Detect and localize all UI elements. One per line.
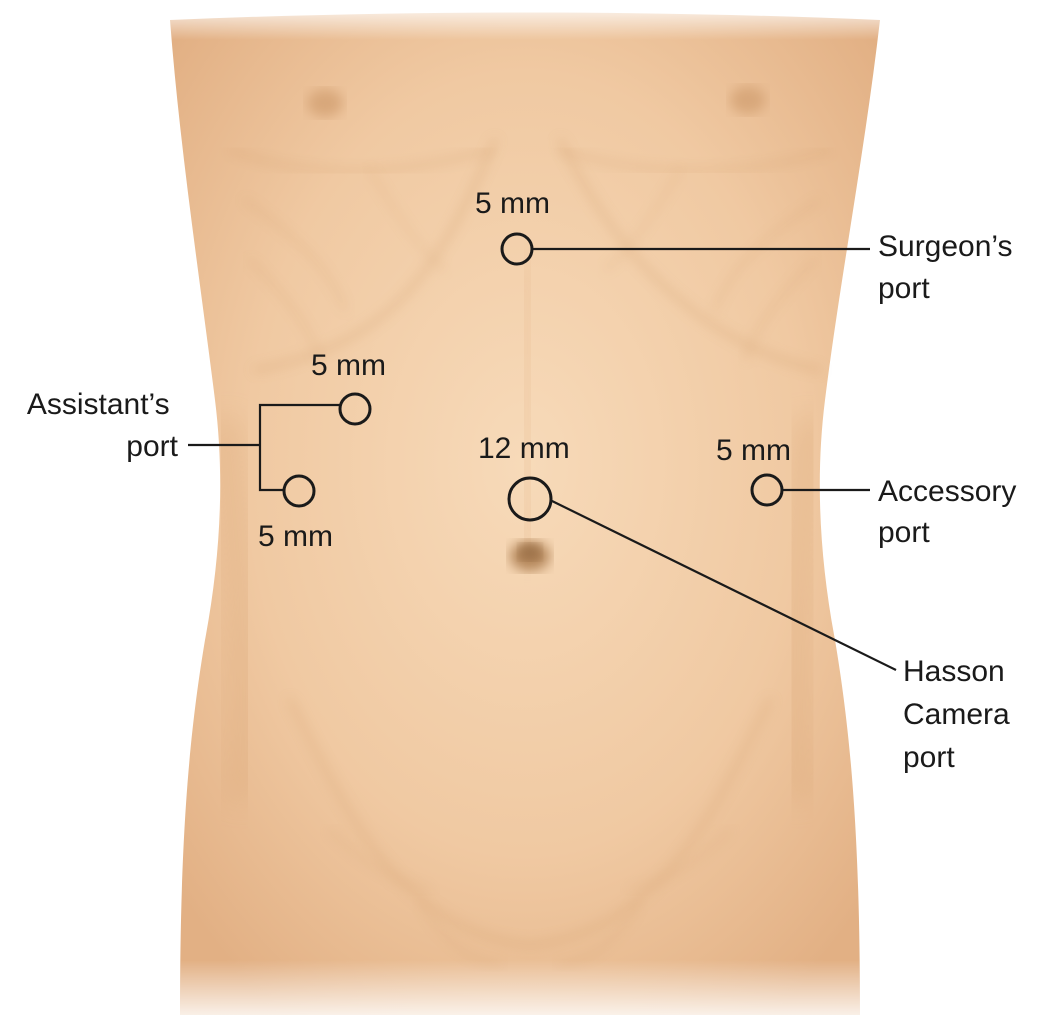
- camera-port-label-line-2: Camera: [903, 698, 1010, 731]
- left-nipple: [307, 89, 343, 117]
- assistant-upper-port-size: 5 mm: [311, 349, 386, 382]
- camera-port-label: Hasson Camera port: [903, 655, 1018, 774]
- surgeon-port-label-line-2: port: [878, 272, 930, 305]
- right-nipple: [730, 86, 766, 114]
- assistant-port-label-line-2: port: [126, 430, 178, 463]
- assistant-lower-port-size: 5 mm: [258, 520, 333, 553]
- surgeon-port-label-line-1: Surgeon’s: [878, 230, 1013, 263]
- camera-port-label-line-1: Hasson: [903, 655, 1005, 688]
- surgeon-port-size: 5 mm: [475, 187, 550, 220]
- accessory-port-size: 5 mm: [716, 434, 791, 467]
- accessory-port-label: Accessory port: [878, 475, 1025, 549]
- camera-port-label-line-3: port: [903, 741, 955, 774]
- camera-port-size: 12 mm: [478, 432, 570, 465]
- surgeon-port-label: Surgeon’s port: [878, 230, 1021, 305]
- assistant-port-label-line-1: Assistant’s: [27, 388, 170, 421]
- torso-illustration: [140, 0, 920, 1028]
- accessory-port-label-line-1: Accessory: [878, 475, 1016, 508]
- assistant-port-label: Assistant’s port: [27, 388, 179, 463]
- accessory-port-label-line-2: port: [878, 516, 930, 549]
